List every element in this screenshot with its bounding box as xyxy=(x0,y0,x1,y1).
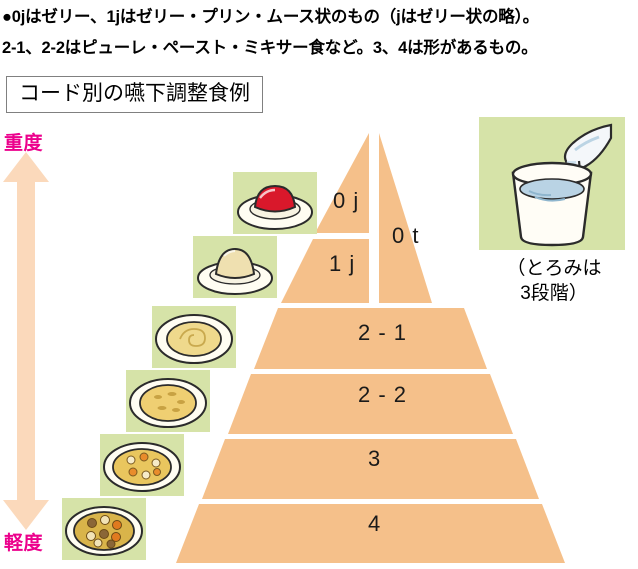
food-thumb-paste-food xyxy=(126,370,210,432)
tier-2-1-shape xyxy=(254,308,487,369)
tier-3-shape xyxy=(202,439,539,499)
chart-title-box: コード別の嚥下調整食例 xyxy=(6,76,263,113)
food-thumb-chunky-food xyxy=(62,498,146,560)
note-line-2: 2-1、2-2はピューレ・ペースト・ミキサー食など。3、4は形があるもの。 xyxy=(2,39,538,57)
severity-label-mild: 軽度 xyxy=(4,533,44,554)
explanatory-notes: ●0jはゼリー、1jはゼリー・プリン・ムース状のもの（jはゼリー状の略）。 2-… xyxy=(2,2,638,64)
note-line-1: ●0jはゼリー、1jはゼリー・プリン・ムース状のもの（jはゼリー状の略）。 xyxy=(2,8,539,26)
tier-label-2-1: 2 - 1 xyxy=(358,320,408,345)
thickened-liquid-caption: （とろみは 3段階） xyxy=(479,256,629,306)
tier-label-2-2: 2 - 2 xyxy=(358,382,408,407)
tier-0t-shape xyxy=(379,133,432,303)
tier-label-3: 3 xyxy=(368,446,382,471)
tier-0j-shape xyxy=(315,133,369,233)
food-thumb-soft-food-with-chunks xyxy=(100,434,184,496)
tier-label-0t: 0 t xyxy=(392,223,420,248)
severity-gradient-arrow xyxy=(3,152,49,530)
food-thumb-red-jelly xyxy=(233,172,317,234)
tier-1j-shape xyxy=(281,239,369,303)
toromi-caption-line-1: （とろみは xyxy=(506,258,602,279)
tier-label-4: 4 xyxy=(368,511,382,536)
thickened-liquid-illustration xyxy=(479,117,625,250)
tier-2-2-shape xyxy=(228,374,513,434)
food-thumb-pudding xyxy=(193,236,277,298)
tier-4-shape xyxy=(176,504,565,563)
tier-label-1j: 1 j xyxy=(329,251,356,276)
severity-label-severe: 重度 xyxy=(4,133,44,154)
tier-label-0j: 0 j xyxy=(333,188,360,213)
toromi-caption-line-2: 3段階） xyxy=(520,283,588,304)
food-thumb-puree xyxy=(152,306,236,368)
page-title: コード別の嚥下調整食例 xyxy=(19,82,250,105)
